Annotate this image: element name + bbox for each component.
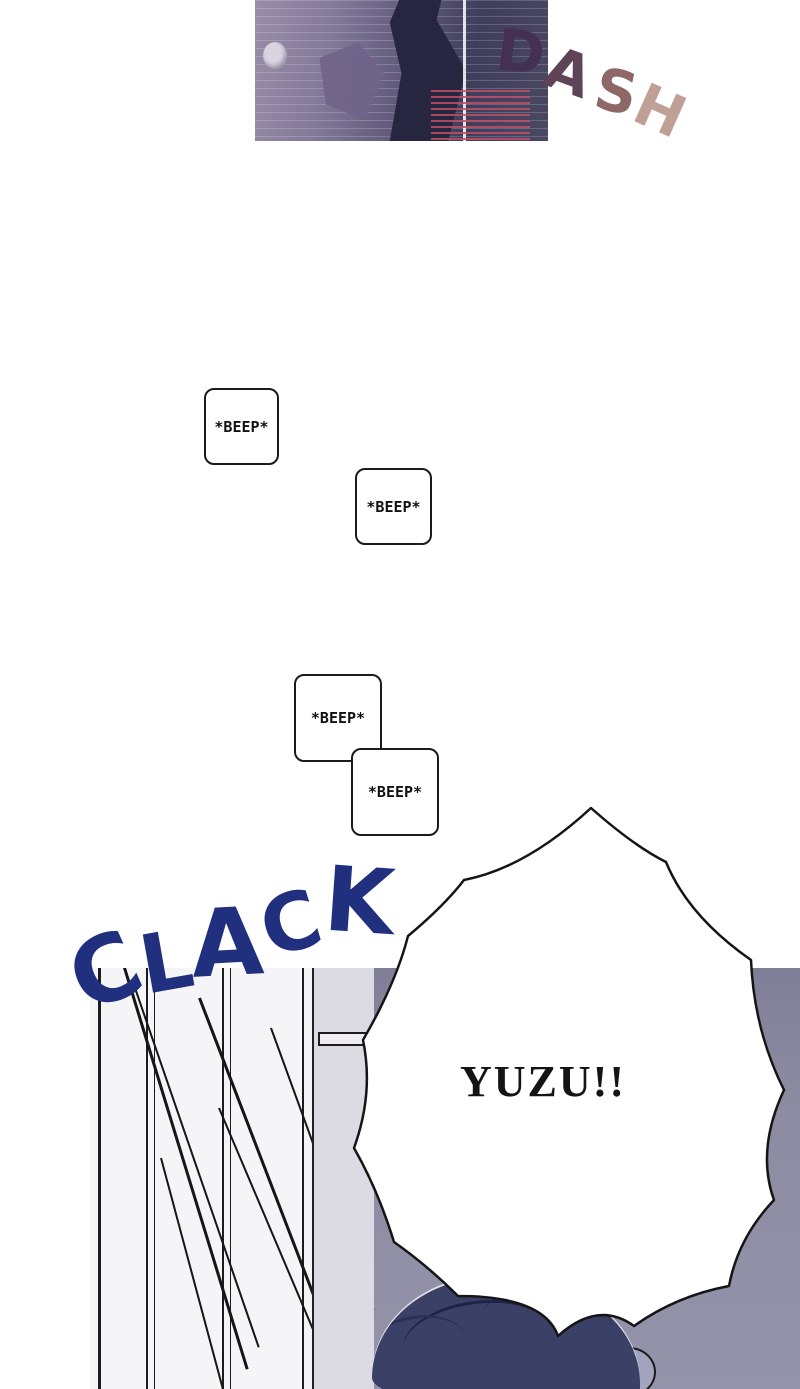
beep-text-4: *BEEP* [367, 783, 423, 801]
door-frame-line [154, 968, 155, 1389]
beep-box-3: *BEEP* [294, 674, 382, 762]
beep-text-2: *BEEP* [366, 497, 421, 516]
speech-bubble-outline [352, 806, 786, 1338]
doorknob-circle [263, 42, 287, 69]
door-frame-line [222, 968, 224, 1389]
beep-text-3: *BEEP* [310, 709, 366, 727]
beep-box-4: *BEEP* [351, 748, 439, 836]
speech-text-yuzu: YUZU!! [460, 1057, 626, 1106]
red-speed-lines [430, 90, 531, 141]
door-area [90, 968, 375, 1389]
beep-box-2: *BEEP* [355, 468, 432, 545]
beep-text-1: *BEEP* [214, 417, 269, 436]
speech-bubble [352, 806, 786, 1338]
top-action-panel [255, 0, 548, 141]
door-frame-line [230, 968, 231, 1389]
figure-edge-highlight [463, 0, 467, 141]
door-frame-line [146, 968, 148, 1389]
door-frame-line [98, 968, 101, 1389]
door-frame-line [302, 968, 304, 1389]
beep-box-1: *BEEP* [204, 388, 279, 465]
speed-line [198, 997, 330, 1335]
sfx-letter-k: K [321, 845, 400, 956]
